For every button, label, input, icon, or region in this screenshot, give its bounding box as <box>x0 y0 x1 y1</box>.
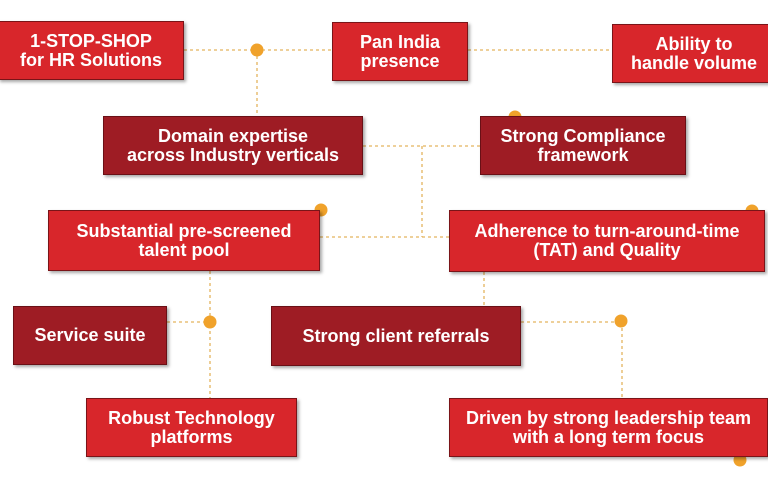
node-talent-pool: Substantial pre-screened talent pool <box>48 210 320 271</box>
node-label: Driven by strong leadership team with a … <box>465 407 752 447</box>
connector-dot <box>614 314 628 328</box>
node-pan-india: Pan India presence <box>332 22 468 81</box>
node-leadership: Driven by strong leadership team with a … <box>449 398 768 457</box>
node-label: 1-STOP-SHOP for HR Solutions <box>20 30 162 70</box>
node-label: Substantial pre-screened talent pool <box>76 220 292 260</box>
node-label: Service suite <box>34 325 146 345</box>
connector-dot <box>250 43 264 57</box>
node-robust-technology: Robust Technology platforms <box>86 398 297 457</box>
node-label: Adherence to turn-around-time (TAT) and … <box>474 221 740 260</box>
node-domain-expertise: Domain expertise across Industry vertica… <box>103 116 363 175</box>
node-label: Robust Technology platforms <box>108 407 275 447</box>
node-one-stop-shop: 1-STOP-SHOP for HR Solutions <box>0 21 184 80</box>
node-label: Pan India presence <box>359 31 440 71</box>
node-label: Strong Compliance framework <box>500 125 666 165</box>
node-tat-quality: Adherence to turn-around-time (TAT) and … <box>449 210 765 272</box>
node-service-suite: Service suite <box>13 306 167 365</box>
connector-dot <box>203 315 217 329</box>
node-ability-volume: Ability to handle volume <box>612 24 768 83</box>
node-client-referrals: Strong client referrals <box>271 306 521 366</box>
node-compliance: Strong Compliance framework <box>480 116 686 175</box>
node-label: Domain expertise across Industry vertica… <box>126 125 340 165</box>
node-label: Strong client referrals <box>302 325 490 346</box>
node-label: Ability to handle volume <box>631 33 758 73</box>
